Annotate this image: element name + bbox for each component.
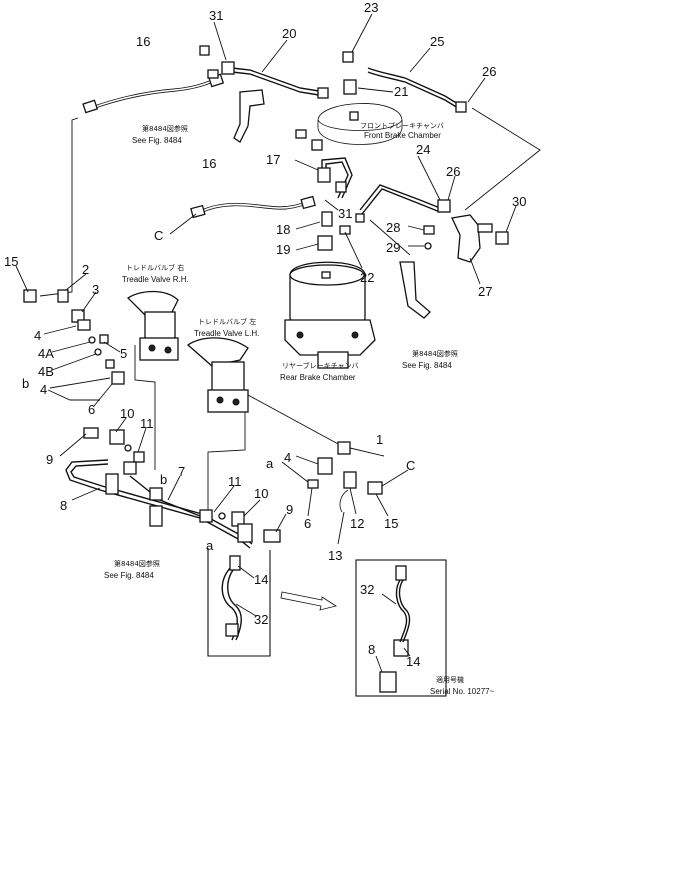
part-8-detail: 8 [368,642,375,657]
part-1: 1 [376,432,383,447]
part-25: 25 [430,34,444,49]
ref-fig-upper-en: See Fig. 8484 [132,136,182,145]
connector-C-upper: C [154,228,163,243]
part-15-right: 15 [384,516,398,531]
connector-line-lh-valve [207,405,246,512]
front-brake-chamber [317,103,403,145]
part-11-right: 11 [228,474,242,489]
part-27: 27 [478,284,492,299]
pipe-8-loop [65,459,253,549]
part-14-detail: 14 [406,654,420,669]
leader-1 [247,394,341,446]
front-chamber-label-en: Front Brake Chamber [364,131,441,140]
part-4A: 4A [38,346,54,361]
part-2: 2 [82,262,89,277]
pipe-25 [367,67,459,109]
part-32-detail: 32 [360,582,374,597]
part-22: 22 [360,270,374,285]
treadle-rh-label-jp: トレドルバルブ 右 [126,263,184,272]
ref-fig-lower-jp: 第8484図参照 [114,559,160,568]
part-19: 19 [276,242,290,257]
detail-pipe-32 [395,579,411,643]
rear-chamber-label-en: Rear Brake Chamber [280,373,356,382]
connector-line-b [47,389,100,401]
hose-16-upper [82,73,225,114]
fittings [23,45,509,693]
part-30: 30 [512,194,526,209]
part-10-left: 10 [120,406,134,421]
hose-16-middle [190,195,316,219]
part-17: 17 [266,152,280,167]
connector-a-right: a [266,456,274,471]
rear-brake-chamber [284,261,376,369]
pipe-20 [231,67,326,97]
treadle-lh-label-en: Treadle Valve L.H. [194,329,259,338]
detail-box-serial [355,559,447,697]
ref-fig-right-jp: 第8484図参照 [412,349,458,358]
part-4-right: 4 [284,450,291,465]
part-9-right: 9 [286,502,293,517]
part-7: 7 [178,464,185,479]
part-26-lower: 26 [446,164,460,179]
part-16-middle: 16 [202,156,216,171]
ref-fig-lower-en: See Fig. 8484 [104,571,154,580]
serial-label-en: Serial No. 10277~ [430,687,495,696]
connector-b-left: b [22,376,29,391]
ref-fig-upper-jp: 第8484図参照 [142,124,188,133]
leader-lines [15,13,517,673]
part-4-mid: 4 [40,382,47,397]
part-29: 29 [386,240,400,255]
part-24: 24 [416,142,430,157]
detail-box-lower [207,548,271,657]
connector-a-left: a [206,538,214,553]
part-16-upper: 16 [136,34,150,49]
part-12: 12 [350,516,364,531]
treadle-valve-lh [186,337,249,413]
pipe-22-link [369,219,411,256]
connector-line-left [39,117,79,297]
part-31-upper: 31 [209,8,223,23]
part-18: 18 [276,222,290,237]
treadle-valve-rh [126,290,179,361]
treadle-rh-label-en: Treadle Valve R.H. [122,275,189,284]
part-32-left: 32 [254,612,268,627]
treadle-lh-label-jp: トレドルバルブ 左 [198,317,256,326]
bracket-pedal [399,261,431,319]
bracket-upper [233,89,265,143]
part-6-right: 6 [304,516,311,531]
part-11-left: 11 [140,416,154,431]
connector-C-lower: C [406,458,415,473]
part-5: 5 [120,346,127,361]
connector-line-right [464,107,541,211]
part-9-left: 9 [46,452,53,467]
ref-fig-right-en: See Fig. 8484 [402,361,452,370]
front-chamber-label-jp: フロントブレーキチャンバ [360,121,444,130]
part-3: 3 [92,282,99,297]
bracket-27 [451,214,493,263]
connector-b-right: b [160,472,167,487]
part-14-left: 14 [254,572,268,587]
part-13: 13 [328,548,342,563]
part-26-upper: 26 [482,64,496,79]
part-4B: 4B [38,364,54,379]
pipe-24 [359,184,441,215]
part-20: 20 [282,26,296,41]
part-10-right: 10 [254,486,268,501]
part-28: 28 [386,220,400,235]
connector-line-rh-valve [134,345,156,470]
part-21: 21 [394,84,408,99]
part-6-left: 6 [88,402,95,417]
part-15-left: 15 [4,254,18,269]
rear-chamber-label-jp: リヤーブレーキチャンバ [282,361,359,370]
arrow-to-detail-icon [280,591,337,611]
part-8: 8 [60,498,67,513]
part-31-lower: 31 [338,206,352,221]
serial-label-jp: 適用号機 [436,675,464,684]
part-23: 23 [364,0,378,15]
part-4-top: 4 [34,328,41,343]
